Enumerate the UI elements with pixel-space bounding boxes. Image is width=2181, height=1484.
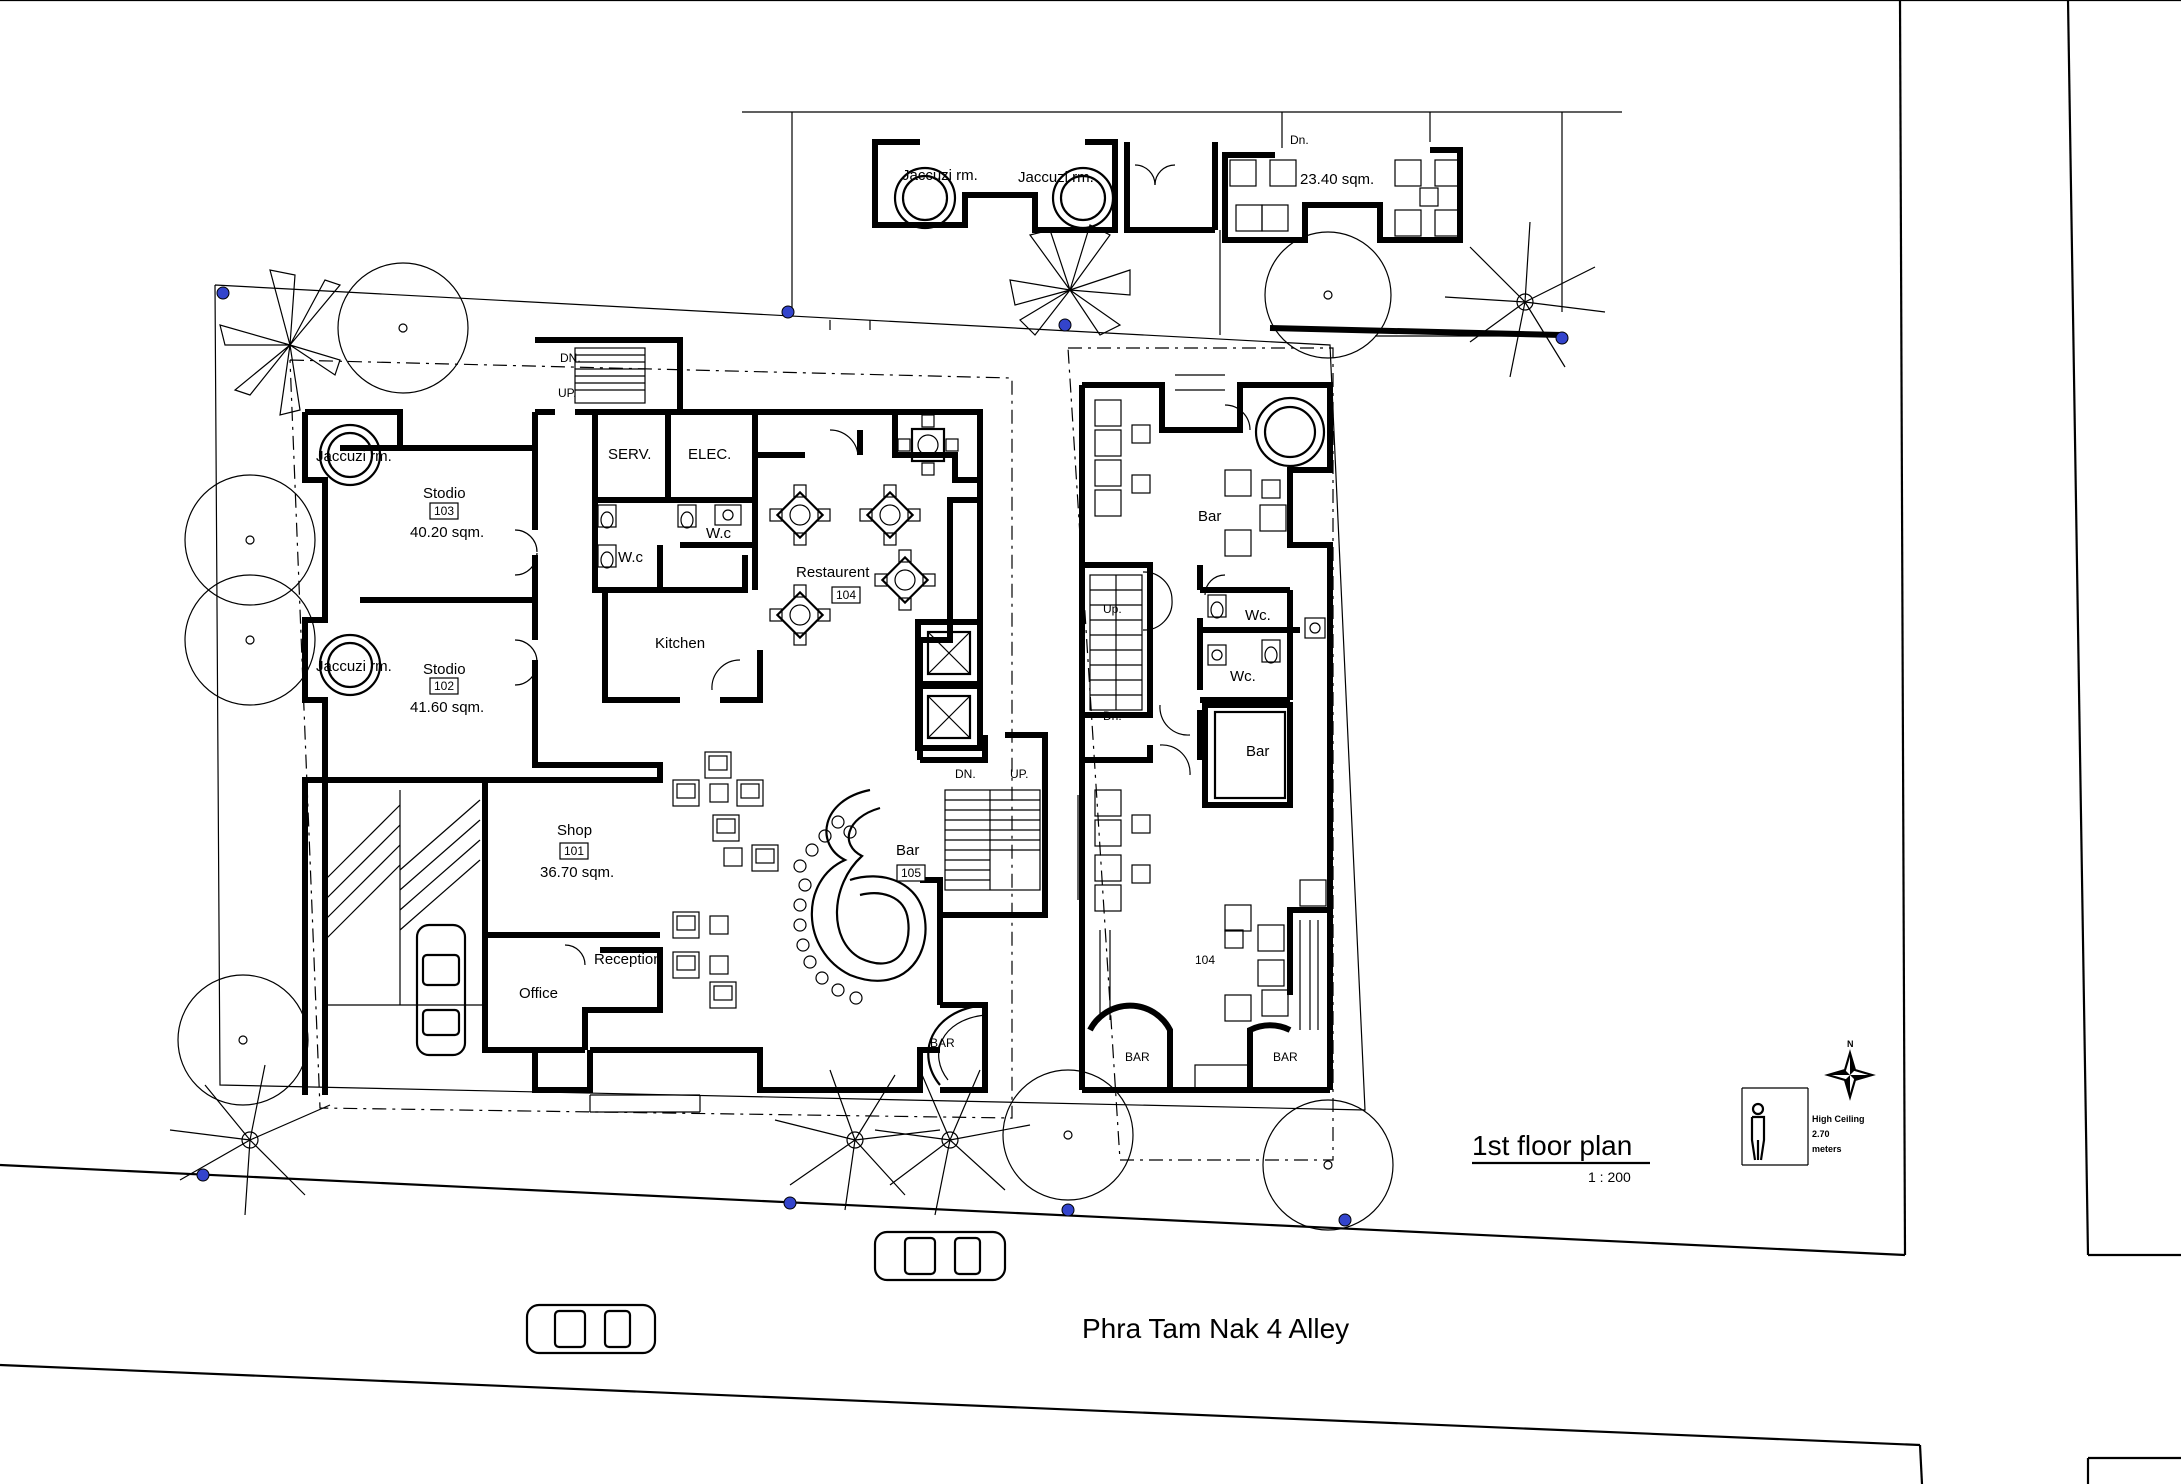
num-101: 101 [564,844,584,858]
tree-circles [177,231,1394,1231]
light-posts [196,286,1569,1227]
jacuzzi-tubs [318,166,1326,697]
room-number-tags [429,502,926,882]
plan-title: 1st floor plan [1472,1130,1632,1161]
north-label: N [1847,1039,1854,1049]
label-restaurant: Restaurent [796,564,870,581]
right-building-bars [1087,920,1311,1091]
label-bar-small: BAR [930,1036,955,1050]
stair-up-3: Up. [1103,602,1122,616]
right-building-walls [1079,374,1333,1093]
legend-unit: meters [1812,1144,1842,1154]
label-right-wc-1: Wc. [1245,607,1271,624]
num-104: 104 [836,588,856,602]
label-stodio-102: Stodio [423,661,466,678]
title-block: 1st floor plan 1 : 200 [1472,1130,1650,1185]
label-wc-2: W.c [706,525,731,542]
label-area-top: 23.40 sqm. [1300,171,1374,188]
label-right-wc-2: Wc. [1230,668,1256,685]
label-office: Office [519,985,558,1002]
legend-ceiling: High Ceiling [1812,1114,1865,1124]
num-102: 102 [434,679,454,693]
stair-dn-4: Dn. [1290,133,1309,147]
cars [415,923,1007,1355]
area-101: 36.70 sqm. [540,864,614,881]
windows [589,320,1319,1113]
label-right-bar-right: BAR [1273,1050,1298,1064]
num-105: 105 [901,866,921,880]
label-serv: SERV. [608,446,651,463]
upper-wing-walls [872,112,1563,338]
stair-up-2: UP. [1010,767,1028,781]
plan-scale: 1 : 200 [1588,1169,1631,1185]
bar-corner-left [927,1003,986,1086]
label-stodio-103: Stodio [423,485,466,502]
lifts-and-stairs-left [574,347,1048,918]
label-jacuzzi-b: Jaccuzi rm. [316,658,392,675]
stair-up-1: UP. [558,386,576,400]
label-wc-1: W.c [618,549,643,566]
legend: N High Ceiling 2.70 meters [1741,1039,1876,1166]
label-right-bar-left: BAR [1125,1050,1150,1064]
stair-dn-3: Dn. [1103,709,1122,723]
label-kitchen: Kitchen [655,635,705,652]
door-swings [514,164,1251,966]
area-102: 41.60 sqm. [410,699,484,716]
label-bar-105: Bar [896,842,919,859]
lounge-chairs-right [1094,159,1462,1022]
bar-counter [793,788,927,1005]
person-figure-icon [1750,1102,1766,1161]
label-jacuzzi-a: Jaccuzi rm. [316,448,392,465]
legend-height: 2.70 [1812,1129,1830,1139]
restaurant-tables [769,414,959,646]
label-reception: Reception [594,951,662,968]
label-elec: ELEC. [688,446,731,463]
lounge-chairs-left [672,751,779,1009]
label-shop: Shop [557,822,592,839]
label-right-bar-mid: Bar [1246,743,1269,760]
num-103: 103 [434,504,454,518]
stair-labels: DN. UP. DN. UP. Up. Dn. Dn. [558,133,1309,781]
room-labels: Stodio 103 40.20 sqm. Stodio 102 41.60 s… [316,167,1374,1064]
palm-trees [169,221,1606,1216]
north-arrow-icon: N [1824,1039,1876,1101]
label-right-num-104: 104 [1195,953,1215,967]
street-name: Phra Tam Nak 4 Alley [1082,1313,1349,1344]
label-jacuzzi-c: Jaccuzi rm. [902,167,978,184]
stair-dn-2: DN. [955,767,976,781]
garage-ramp [324,790,485,1006]
label-right-bar-top: Bar [1198,508,1221,525]
stair-dn-1: DN. [560,351,581,365]
label-jacuzzi-d: Jaccuzi rm. [1018,169,1094,186]
wc-fixtures [597,504,1326,666]
setback-lines [289,347,1334,1161]
area-103: 40.20 sqm. [410,524,484,541]
